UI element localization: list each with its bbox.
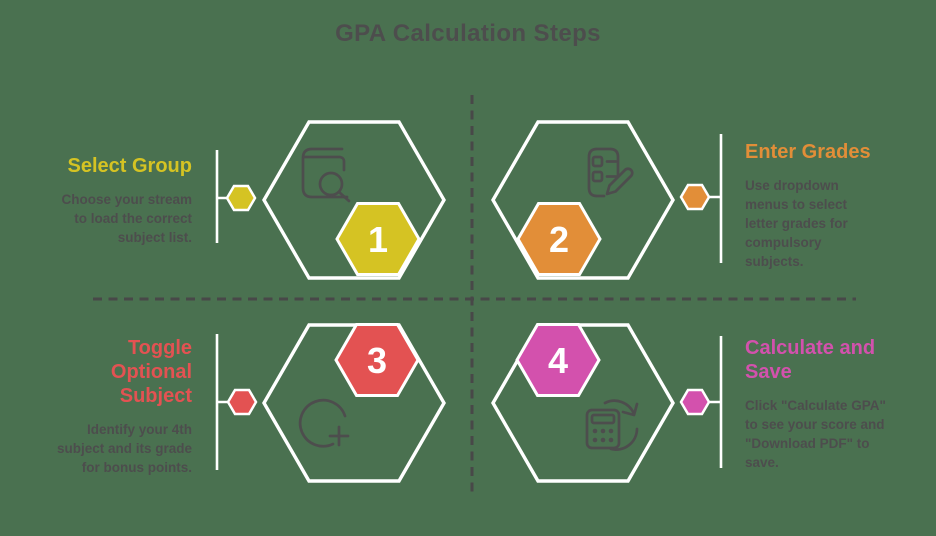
step4-connector-line (709, 336, 723, 468)
step4-number: 4 (548, 340, 568, 381)
step2-number: 2 (549, 219, 569, 260)
step2-outline-hexagon (491, 120, 675, 280)
step1-connector-hexagon (225, 184, 257, 212)
step3-outline-hexagon (262, 323, 446, 483)
step4-description: Click "Calculate GPA"to see your score a… (745, 398, 886, 470)
step1-number: 1 (368, 219, 388, 260)
step4-connector-hexagon (679, 388, 711, 416)
step1-connector-line (215, 150, 227, 243)
step3-number: 3 (367, 340, 387, 381)
calculator-refresh-icon (585, 399, 639, 451)
step1-outline-hexagon (262, 120, 446, 280)
step3-number-hexagon (334, 323, 420, 397)
step3-connector-hexagon (226, 388, 258, 416)
step1-title: Select Group (67, 155, 192, 177)
form-pencil-icon (587, 147, 634, 198)
book-search-icon (301, 147, 351, 203)
step2-number-hexagon (516, 202, 602, 276)
step3-connector-line (215, 334, 228, 470)
step2-connector-line (709, 134, 723, 263)
step4-number-hexagon (515, 323, 601, 397)
step2-title: Enter Grades (745, 141, 871, 163)
step1-number-hexagon (335, 202, 421, 276)
page-title: GPA Calculation Steps (335, 20, 601, 47)
add-circle-icon (298, 398, 350, 448)
step2-connector-hexagon (679, 183, 711, 211)
